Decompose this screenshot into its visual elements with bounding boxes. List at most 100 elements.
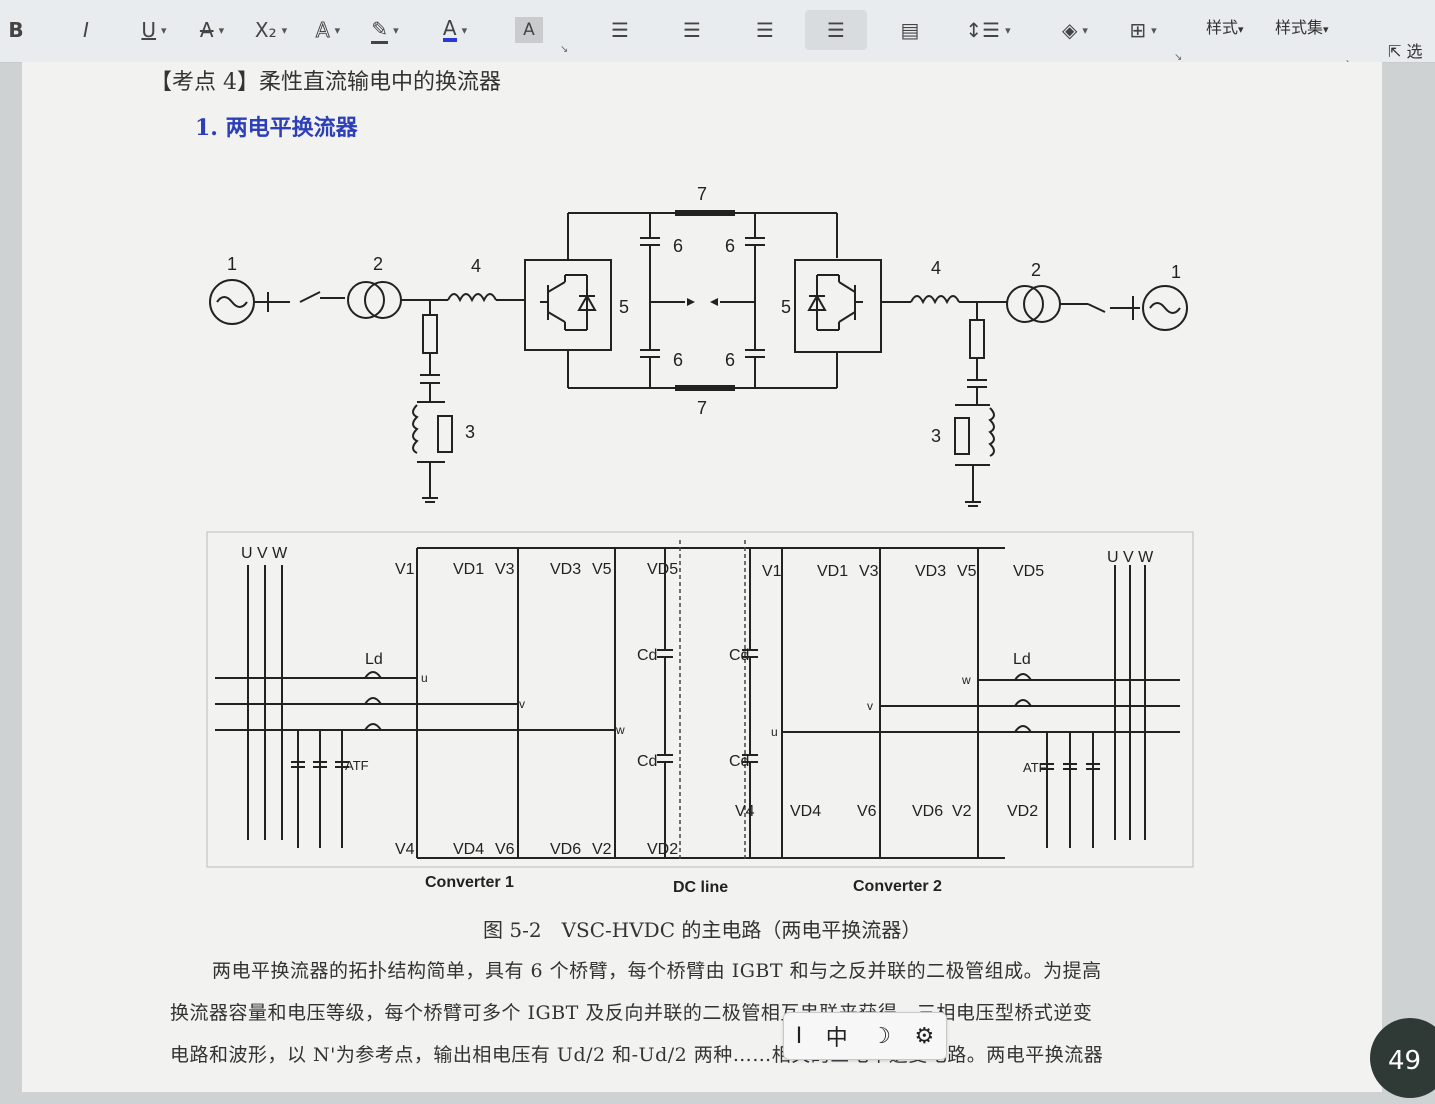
label-1-left: 1 [227,254,237,274]
rv2: V2 [952,803,972,820]
rv6: V6 [857,803,877,820]
rvd2: VD2 [1007,803,1038,820]
lvd5: VD5 [647,561,678,578]
dc-line-label: DC line [673,879,728,896]
styles-button[interactable]: 样式▾ [1206,18,1244,37]
right-phase-labels: U V W [1107,549,1154,566]
align-left-button[interactable]: ☰ [600,10,640,50]
select-button[interactable]: ⇱ 选 [1388,38,1423,62]
label-2-right: 2 [1031,260,1041,280]
rvd4: VD4 [790,803,821,820]
borders-icon: ⊞ [1129,18,1147,42]
node-w-right: w [961,673,971,687]
label-6-tr: 6 [725,236,735,256]
left-phase-labels: U V W [241,545,288,562]
ime-mode-toggle[interactable]: 中 [825,1026,848,1051]
style-set-button[interactable]: 样式集▾ [1275,18,1329,37]
distributed-button[interactable]: ▤ [890,10,930,50]
left-cap-lower: Cd [637,753,657,770]
lv4: V4 [395,841,415,858]
gear-icon[interactable]: ⚙ [914,1023,935,1049]
lvd4: VD4 [453,841,484,858]
subsection-heading: 1. 两电平换流器 [195,115,358,141]
borders-button[interactable]: ⊞▾ [1129,18,1157,42]
label-5-left: 5 [619,297,629,317]
shading-button[interactable]: ◈▾ [1062,18,1088,42]
lv6: V6 [495,841,515,858]
rvd3: VD3 [915,563,946,580]
underline-icon: U [141,18,157,42]
font-color-icon: A [442,16,457,42]
vsc-hvdc-circuit: U V W U V W V1 VD1 V3 VD3 V5 VD5 V4 VD4 … [206,531,1194,896]
ime-toolbar[interactable]: I 中 ☽ ⚙ [783,1012,947,1060]
node-w-left: w [615,723,625,737]
converter-left-box [524,259,612,351]
styles-label: 样式 [1206,18,1239,37]
label-4-left: 4 [471,256,481,276]
section-heading: 【考点 4】柔性直流输电中的换流器 [150,70,501,95]
align-right-button[interactable]: ☰ [745,10,785,50]
strikethrough-button[interactable]: A▾ [199,18,225,42]
ime-cursor-icon[interactable]: I [795,1023,803,1049]
rv4: V4 [735,803,755,820]
converter-2-label: Converter 2 [853,878,942,895]
rv3: V3 [859,563,879,580]
label-7-top: 7 [697,184,707,204]
right-inductor-label: Ld [1013,651,1031,668]
right-cap-lower: Cd [729,753,749,770]
label-6-tl: 6 [673,236,683,256]
lv3: V3 [495,561,515,578]
char-shading-button[interactable]: A [515,17,543,43]
rv5: V5 [957,563,977,580]
lvd6: VD6 [550,841,581,858]
lvd1: VD1 [453,561,484,578]
node-u-right: u [771,725,778,739]
select-cursor-icon: ⇱ [1388,42,1402,61]
left-inductor-label: Ld [365,651,383,668]
left-atf-label: ATF [345,758,369,773]
text-effect-button[interactable]: A▾ [315,18,341,43]
converter-1-label: Converter 1 [425,874,514,891]
label-6-br: 6 [725,350,735,370]
bold-button[interactable]: B [8,18,24,42]
node-v-left: v [519,697,525,711]
label-2-left: 2 [373,254,383,274]
transformer-right-icon [1006,285,1044,323]
lvd3: VD3 [550,561,581,578]
formatting-ribbon: B I U▾ A▾ X₂▾ A▾ ✎▾ A▾ A ↘ ☰ ☰ ☰ ☰ ▤ ↕☰▾… [0,0,1435,69]
converter-right-box [794,259,882,353]
paragraph-dialog-launcher-icon[interactable]: ↘ [1174,52,1183,63]
distributed-icon: ▤ [900,18,920,42]
moon-icon[interactable]: ☽ [871,1023,891,1049]
label-5-right: 5 [781,297,791,317]
paragraph-line-3: 电路和波形，以 N'为参考点，输出相电压有 Ud/2 和-Ud/2 两种……相关… [170,1044,1104,1066]
underline-button[interactable]: U▾ [141,18,167,42]
justify-button[interactable]: ☰ [805,10,867,50]
font-color-button[interactable]: A▾ [442,16,468,42]
node-v-right: v [867,699,873,713]
rv1: V1 [762,563,782,580]
align-right-icon: ☰ [756,18,774,42]
ac-source-right-icon [1142,285,1188,331]
label-4-right: 4 [931,258,941,278]
line-spacing-button[interactable]: ↕☰▾ [965,18,1011,42]
select-label: 选 [1406,42,1423,61]
style-set-label: 样式集 [1275,18,1324,37]
subscript-button[interactable]: X₂▾ [254,18,288,42]
highlight-button[interactable]: ✎▾ [362,10,408,50]
rvd6: VD6 [912,803,943,820]
node-u-left: u [421,671,428,685]
rvd5: VD5 [1013,563,1044,580]
transformer-left-icon [347,281,385,319]
label-1-right: 1 [1171,262,1181,282]
lv1: V1 [395,561,415,578]
lv5: V5 [592,561,612,578]
align-center-icon: ☰ [683,18,701,42]
align-center-button[interactable]: ☰ [672,10,712,50]
right-atf-label: ATF [1023,760,1047,775]
text-effect-icon: A [315,18,330,43]
right-cap-upper: Cd [729,647,749,664]
lvd2: VD2 [647,841,678,858]
font-dialog-launcher-icon[interactable]: ↘ [560,44,569,55]
italic-button[interactable]: I [83,18,89,42]
